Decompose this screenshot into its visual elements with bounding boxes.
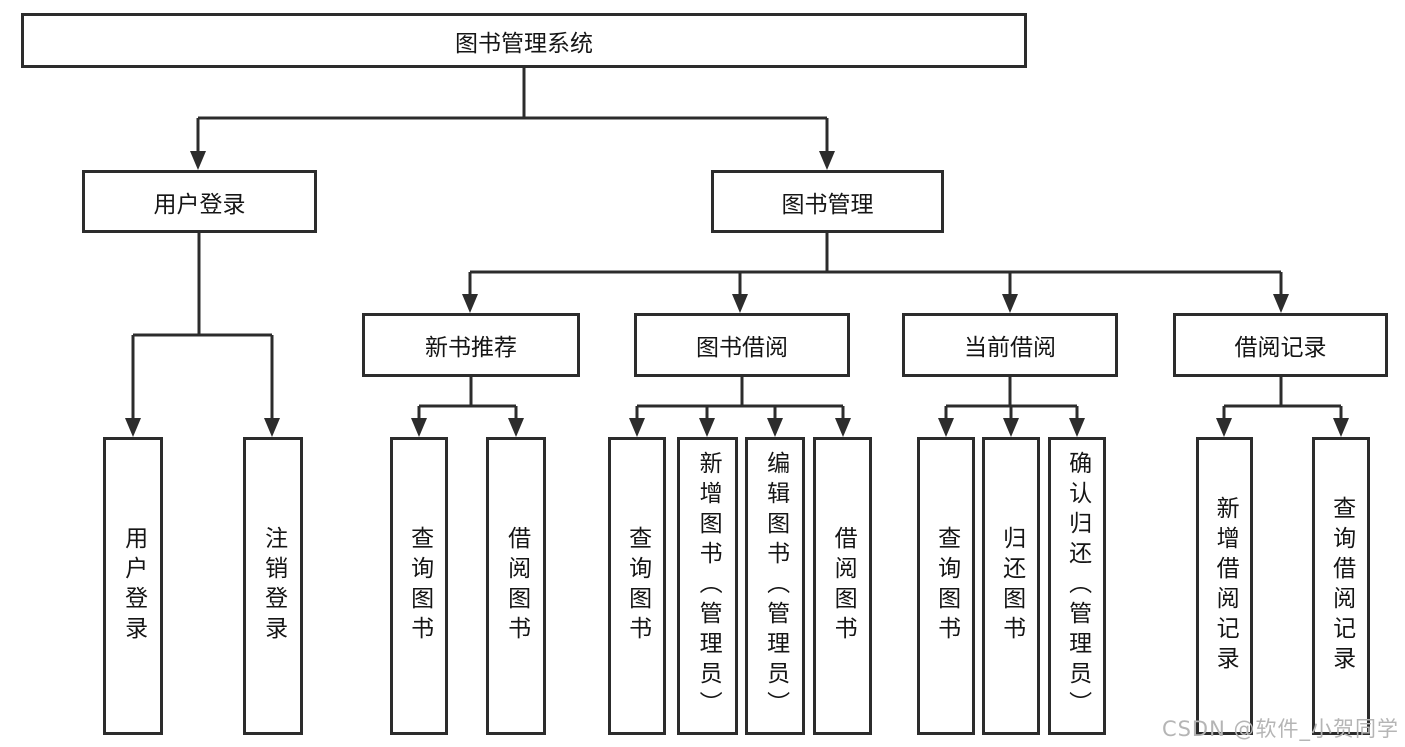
leaf-borrow-book-label: 借阅图书 <box>830 526 857 646</box>
arrow-query-current <box>938 418 954 437</box>
arrow-leaf-user-login <box>125 418 141 437</box>
node-current-borrowing-label: 当前借阅 <box>964 335 1056 361</box>
arrow-user-login <box>190 151 206 170</box>
arrow-leaf-logout <box>264 418 280 437</box>
edge-lines <box>131 68 1343 420</box>
leaf-logout-login: 注销登录 <box>243 437 303 735</box>
node-user-login: 用户登录 <box>82 170 317 233</box>
leaf-logout-login-label: 注销登录 <box>260 526 287 646</box>
node-book-management: 图书管理 <box>711 170 944 233</box>
arrow-edit-book <box>767 418 783 437</box>
leaf-return-book: 归还图书 <box>982 437 1040 735</box>
node-new-book-recommend-label: 新书推荐 <box>425 335 517 361</box>
arrow-query-record <box>1333 418 1349 437</box>
leaf-query-books-recommend: 查询图书 <box>390 437 448 735</box>
arrow-borrow-new <box>508 418 524 437</box>
arrow-add-book <box>699 418 715 437</box>
leaf-return-book-label: 归还图书 <box>998 526 1025 646</box>
node-user-login-label: 用户登录 <box>153 191 246 218</box>
node-library-system-label: 图书管理系统 <box>455 30 593 57</box>
arrow-query-borrow <box>629 418 645 437</box>
leaf-user-login-label: 用户登录 <box>120 526 147 646</box>
leaf-borrow-book: 借阅图书 <box>813 437 872 735</box>
csdn-watermark: CSDN @软件_小贺同学 <box>1161 717 1399 741</box>
arrow-book-mgmt <box>819 151 835 170</box>
arrow-current-borrow <box>1002 294 1018 313</box>
arrow-query-new <box>411 418 427 437</box>
arrow-borrow-book <box>835 418 851 437</box>
leaf-add-borrow-record: 新增借阅记录 <box>1196 437 1253 735</box>
arrow-add-record <box>1216 418 1232 437</box>
leaf-add-book-admin: 新增图书（管理员） <box>677 437 738 735</box>
leaf-borrow-books-recommend: 借阅图书 <box>486 437 546 735</box>
arrow-borrow-records <box>1273 294 1289 313</box>
arrow-book-borrow <box>732 294 748 313</box>
node-current-borrowing: 当前借阅 <box>902 313 1118 377</box>
leaf-confirm-return-admin: 确认归还（管理员） <box>1048 437 1106 735</box>
leaf-borrow-books-recommend-label: 借阅图书 <box>503 526 530 646</box>
leaf-user-login: 用户登录 <box>103 437 163 735</box>
node-book-borrowing: 图书借阅 <box>634 313 850 377</box>
node-borrowing-records-label: 借阅记录 <box>1234 335 1327 361</box>
node-new-book-recommend: 新书推荐 <box>362 313 580 377</box>
leaf-query-books-borrow-label: 查询图书 <box>624 526 651 646</box>
node-borrowing-records: 借阅记录 <box>1173 313 1388 377</box>
arrowheads <box>125 151 1349 437</box>
leaf-confirm-return-admin-label: 确认归还（管理员） <box>1064 451 1091 721</box>
node-library-system: 图书管理系统 <box>21 13 1027 68</box>
leaf-query-books-current-label: 查询图书 <box>933 526 960 646</box>
arrow-return-book <box>1003 418 1019 437</box>
leaf-add-book-admin-label: 新增图书（管理员） <box>695 451 722 721</box>
leaf-query-books-current: 查询图书 <box>917 437 975 735</box>
leaf-query-books-recommend-label: 查询图书 <box>406 526 433 646</box>
leaf-add-borrow-record-label: 新增借阅记录 <box>1212 496 1239 676</box>
arrow-confirm-return <box>1069 418 1085 437</box>
leaf-edit-book-admin: 编辑图书（管理员） <box>745 437 805 735</box>
leaf-query-borrow-record-label: 查询借阅记录 <box>1328 496 1355 676</box>
leaf-query-borrow-record: 查询借阅记录 <box>1312 437 1370 735</box>
node-book-management-label: 图书管理 <box>781 191 874 218</box>
node-book-borrowing-label: 图书借阅 <box>696 335 788 361</box>
arrow-new-book <box>462 294 478 313</box>
leaf-query-books-borrow: 查询图书 <box>608 437 666 735</box>
leaf-edit-book-admin-label: 编辑图书（管理员） <box>762 451 789 721</box>
